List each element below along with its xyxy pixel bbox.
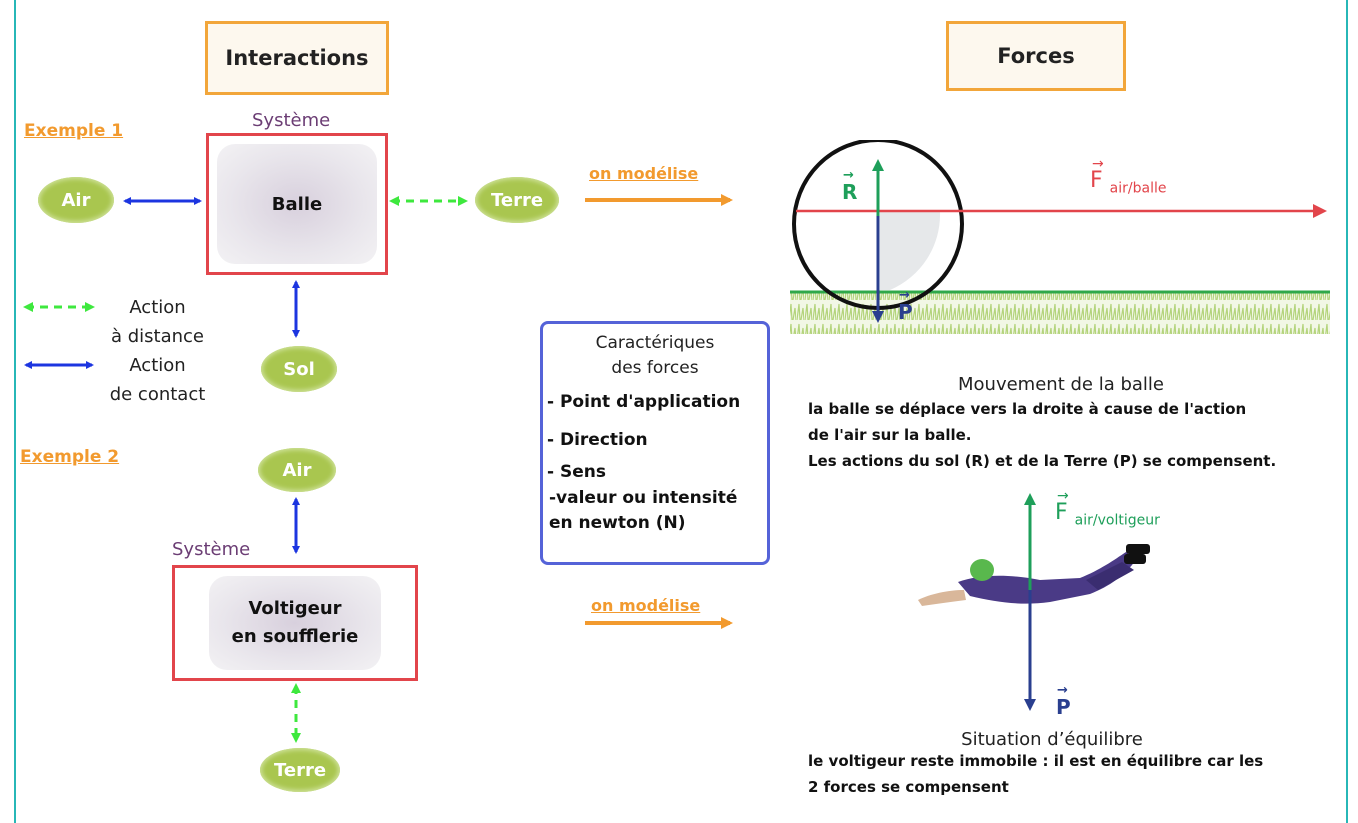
force-weight-skydiver-symbol: P <box>1056 695 1071 719</box>
oval-terre-1-text: Terre <box>490 189 544 211</box>
skydiver-caption-line: le voltigeur reste immobile : il est en … <box>808 752 1264 770</box>
force-air-skydiver-sub: air/voltigeur <box>1074 512 1160 529</box>
characteristics-title-line1: Caractériques <box>595 333 715 353</box>
example-1-label: Exemple 1 <box>24 121 124 141</box>
forces-header-text: Forces <box>997 44 1075 68</box>
system-label-1: Système <box>252 110 331 131</box>
system-voltigeur-line1: Voltigeur <box>248 598 342 619</box>
skydiver-force-diagram <box>918 493 1150 711</box>
legend-contact-line2: de contact <box>109 384 206 405</box>
force-air-skydiver-symbol: F <box>1055 500 1068 525</box>
characteristics-title-line2: des forces <box>611 358 699 378</box>
system-box-balle: Balle <box>206 133 388 275</box>
ball-texture <box>880 212 941 290</box>
skydiver-illustration <box>918 544 1150 606</box>
system-label-2: Système <box>172 539 251 560</box>
force-weight-ball-label: → P <box>898 288 913 324</box>
interactions-header-text: Interactions <box>225 46 369 70</box>
page-border-left <box>14 0 16 823</box>
force-air-ball-sub: air/balle <box>1109 180 1167 197</box>
force-weight-ball-symbol: P <box>898 300 913 324</box>
force-air-skydiver-label: → F air/voltigeur <box>1055 488 1160 529</box>
characteristic-item: en newton (N) <box>549 513 686 533</box>
ball-caption-body: la balle se déplace vers la droite à cau… <box>808 396 1338 474</box>
force-reaction-label: → R <box>842 168 858 204</box>
characteristic-item: - Point d'application <box>547 392 741 412</box>
force-weight-skydiver-label: → P <box>1056 683 1071 719</box>
legend-contact: Action de contact <box>100 351 215 409</box>
system-voltigeur-line2: en soufflerie <box>231 626 359 647</box>
forces-header: Forces <box>946 21 1126 91</box>
example-2-label: Exemple 2 <box>20 447 120 467</box>
skydiver-caption-title: Situation d’équilibre <box>961 729 1143 750</box>
oval-sol-text: Sol <box>283 358 315 380</box>
ball-caption-title: Mouvement de la balle <box>958 374 1164 395</box>
skydiver-caption-line: 2 forces se compensent <box>808 778 1009 796</box>
oval-air-2-text: Air <box>282 459 312 481</box>
model-label-1: on modélise <box>589 164 699 183</box>
force-air-ball-symbol: F <box>1090 168 1103 193</box>
skydiver-caption-body: le voltigeur reste immobile : il est en … <box>808 748 1338 800</box>
characteristics-box: Caractériques des forces - Point d'appli… <box>540 321 770 565</box>
oval-terre-1: Terre <box>475 177 559 223</box>
oval-sol: Sol <box>261 346 337 392</box>
oval-terre-2-text: Terre <box>273 759 327 781</box>
vector-arrow-icon: → <box>899 288 910 303</box>
grass-ground <box>790 292 1330 334</box>
force-air-ball-label: → F air/balle <box>1090 156 1167 197</box>
ball-caption-line: la balle se déplace vers la droite à cau… <box>808 400 1247 418</box>
legend-distance: Action à distance <box>100 293 215 351</box>
force-reaction-symbol: R <box>842 180 858 204</box>
ball-force-diagram <box>790 140 1330 334</box>
oval-air-1-text: Air <box>61 189 91 211</box>
ball-caption-line: de l'air sur la balle. <box>808 426 972 444</box>
system-box-balle-inner: Balle <box>217 144 377 264</box>
legend-distance-line2: à distance <box>110 326 205 347</box>
oval-air-2: Air <box>258 448 336 492</box>
ball-caption-line: Les actions du sol (R) et de la Terre (P… <box>808 452 1277 470</box>
oval-air-1: Air <box>38 177 114 223</box>
page-border-right <box>1346 0 1348 823</box>
vector-arrow-icon: → <box>1057 488 1069 504</box>
interactions-header: Interactions <box>205 21 389 95</box>
model-label-2: on modélise <box>591 596 701 615</box>
oval-terre-2: Terre <box>260 748 340 792</box>
characteristic-item: - Sens <box>547 462 606 482</box>
system-box-voltigeur-inner: Voltigeur en soufflerie <box>209 576 381 670</box>
vector-arrow-icon: → <box>843 168 854 183</box>
system-box-voltigeur: Voltigeur en soufflerie <box>172 565 418 681</box>
legend-distance-line1: Action <box>129 297 186 318</box>
legend-contact-line1: Action <box>129 355 186 376</box>
vector-arrow-icon: → <box>1092 156 1104 172</box>
system-balle-text: Balle <box>271 193 323 215</box>
characteristic-item: - Direction <box>547 430 648 450</box>
vector-arrow-icon: → <box>1057 683 1068 698</box>
characteristic-item: -valeur ou intensité <box>549 488 738 508</box>
